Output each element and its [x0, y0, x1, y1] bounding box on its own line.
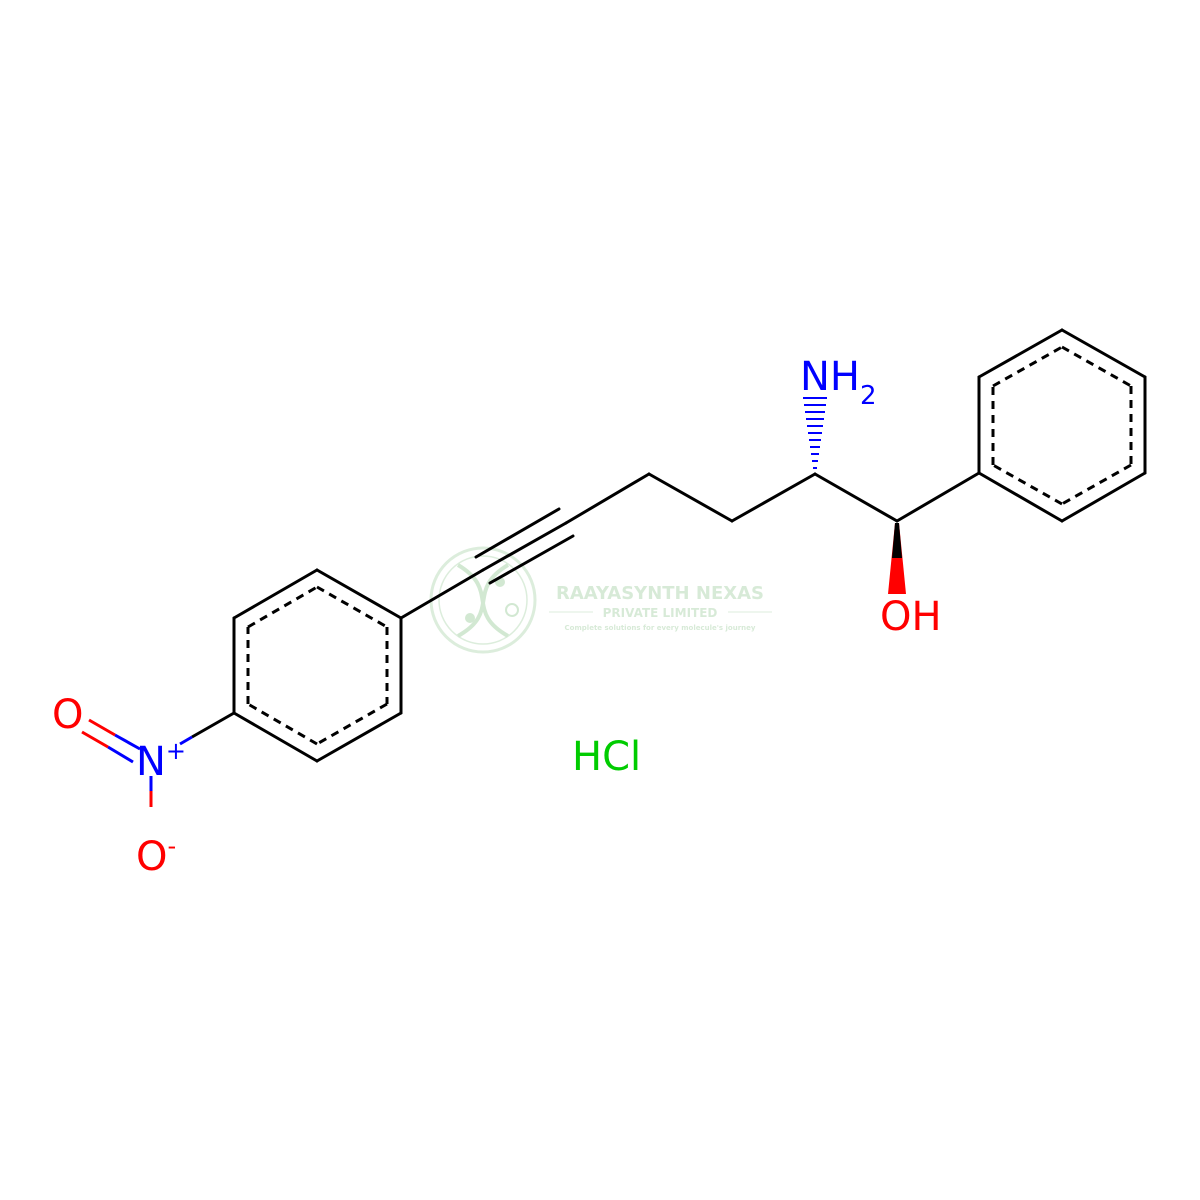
- hydroxyl-label: OH: [880, 594, 942, 640]
- nitro-oxygen-double: O: [52, 692, 83, 738]
- carbon-chain: [399, 471, 981, 620]
- nitro-bonds: [81, 711, 235, 807]
- hashed-wedge-bond: [803, 397, 827, 469]
- nitro-nitrogen: N+: [136, 737, 186, 785]
- phenyl-ring: [977, 328, 1147, 523]
- hydrochloride-salt-label: HCl: [572, 734, 641, 780]
- amine-label: NH2: [800, 354, 877, 411]
- watermark: RAAYASYNTH NEXAS PRIVATE LIMITED Complet…: [429, 546, 772, 654]
- nitrophenyl-ring: [232, 568, 403, 763]
- watermark-company-name: RAAYASYNTH NEXAS: [556, 583, 764, 604]
- solid-wedge-bond: [888, 523, 906, 594]
- watermark-company-type: PRIVATE LIMITED: [603, 606, 718, 620]
- dna-molecule-logo: [429, 546, 537, 654]
- watermark-tagline: Complete solutions for every molecule's …: [565, 624, 756, 632]
- nitro-oxygen-anion: O-: [136, 832, 176, 880]
